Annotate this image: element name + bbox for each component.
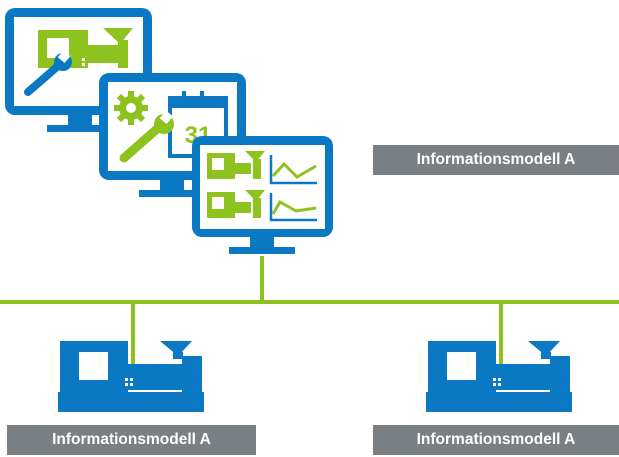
injection-molding-machine-icon-right	[426, 341, 572, 412]
info-model-label-upper-right: Informationsmodell A	[373, 145, 619, 175]
injection-molding-machine-icon	[58, 341, 204, 412]
info-model-label-bottom-right: Informationsmodell A	[373, 425, 619, 455]
info-model-label-bottom-left: Informationsmodell A	[7, 425, 256, 455]
monitor-machine-charts-icon	[192, 136, 333, 254]
